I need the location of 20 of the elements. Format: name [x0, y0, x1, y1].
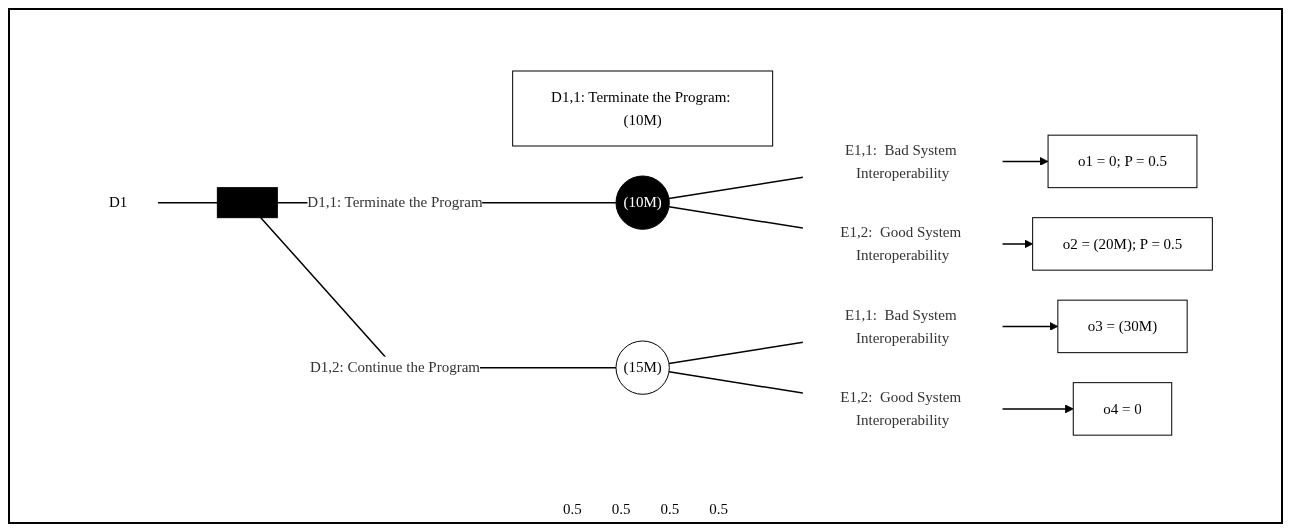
connector — [156, 202, 218, 204]
edge-label: E1,2: Good System Interoperability — [840, 389, 962, 429]
edge-label: D1,1: Terminate the Program — [307, 194, 483, 211]
node-circle: (15M) — [615, 340, 670, 396]
node-box: o4 = 0 — [1072, 382, 1173, 437]
edge-label: E1,1: Bad System Interoperability — [844, 142, 957, 181]
edge-label: D1,2: Continue the Program — [309, 359, 480, 376]
node-box: o3 = (30M) — [1057, 300, 1188, 354]
edge-label: E1,2: Good System Interoperability — [840, 224, 962, 264]
node-box: D1,1: Terminate the Program: (10M) — [511, 70, 773, 147]
edge-label: E1,1: Bad System Interoperability — [844, 307, 957, 346]
probability-label: 0.5 — [563, 501, 582, 518]
node-circle: (10M) — [615, 175, 670, 231]
probability-label: 0.5 — [611, 501, 631, 518]
node-box: o2 = (20M); P = 0.5 — [1031, 217, 1213, 272]
node-box: o1 = 0; P = 0.5 — [1047, 135, 1198, 189]
node-text: D1 — [108, 194, 128, 211]
probability-label: 0.5 — [660, 501, 680, 518]
probability-label: 0.5 — [709, 501, 728, 518]
node-box — [216, 187, 278, 219]
